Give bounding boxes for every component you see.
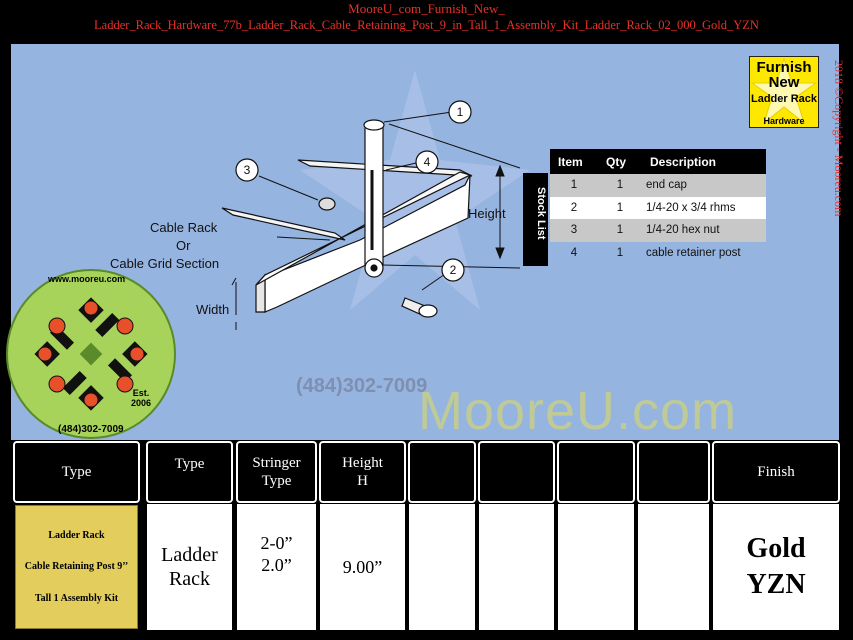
callout-4: 4	[424, 155, 431, 169]
empty-cell-1	[408, 503, 476, 631]
callout-2: 2	[450, 263, 457, 277]
hardware-diagram: 1 2 3 4	[221, 100, 521, 330]
mooreu-badge-logo	[6, 269, 176, 439]
stock-list-tab: Stock List	[523, 173, 548, 266]
header-type-2: Type	[146, 441, 233, 503]
badge-est: Est. 2006	[131, 388, 151, 408]
stock-description: end cap	[642, 174, 766, 197]
stringer-type-cell: 2-0” 2.0”	[236, 503, 317, 631]
stringer-line2: 2.0”	[261, 555, 292, 575]
stock-row: 2 1 1/4-20 x 3/4 rhms	[550, 196, 766, 219]
header-height-line2: H	[357, 473, 368, 489]
phone-watermark: (484)302-7009	[296, 375, 428, 397]
description-line2: Cable Retaining Post 9’’	[24, 561, 129, 573]
stock-list-table: Item Qty Description 1 1 end cap 2 1 1/4…	[550, 149, 766, 264]
header-type-1: Type	[13, 441, 140, 503]
logo-line3: Ladder Rack	[750, 93, 818, 105]
header-empty-4	[637, 441, 710, 503]
stock-item: 3	[550, 219, 598, 242]
finish-cell: Gold YZN	[712, 503, 840, 631]
label-height: Height	[468, 206, 506, 221]
stock-qty: 1	[598, 219, 642, 242]
stock-qty: 1	[598, 196, 642, 219]
height-value: 9.00”	[342, 556, 383, 577]
background-logo-mark	[300, 70, 530, 310]
label-cable-rack: Cable Rack	[150, 220, 218, 235]
header-empty-3	[557, 441, 635, 503]
type-line1: Ladder	[161, 544, 218, 566]
stock-qty: 1	[598, 174, 642, 197]
label-or: Or	[176, 238, 191, 253]
stock-item: 4	[570, 246, 578, 259]
header-finish: Finish	[712, 441, 840, 503]
label-cable-grid-section: Cable Grid Section	[110, 256, 220, 271]
badge-est-year: 2006	[131, 398, 152, 408]
header-empty-2	[478, 441, 555, 503]
logo-line2: New	[768, 74, 800, 91]
empty-cell-3	[557, 503, 635, 631]
stock-item: 1	[550, 174, 598, 197]
callout-3: 3	[244, 163, 251, 177]
copyright-text: 2018 ©Copyright - Mooreu.com	[832, 60, 846, 217]
description-cell-frame: Ladder Rack Cable Retaining Post 9’’ Tal…	[13, 503, 140, 631]
furnish-new-logo: Furnish New Ladder Rack Hardware	[749, 56, 819, 128]
badge-url: www.mooreu.com	[48, 274, 126, 284]
stock-row: 4 1 cable retainer post	[550, 242, 766, 265]
stringer-line1: 2-0”	[260, 533, 293, 553]
type-cell: Ladder Rack	[146, 503, 233, 631]
height-cell: 9.00”	[319, 503, 406, 631]
stock-item: 2	[550, 196, 598, 219]
page-title-line2: Ladder_Rack_Hardware_77b_Ladder_Rack_Cab…	[94, 18, 759, 32]
stock-header-qty: Qty	[598, 149, 642, 174]
type-line2: Rack	[168, 568, 211, 590]
description-cell: Ladder Rack Cable Retaining Post 9’’ Tal…	[15, 505, 138, 629]
logo-line4: Hardware	[763, 116, 805, 126]
stock-description: cable retainer post	[646, 246, 741, 259]
header-stringer-type: Stringer Type	[236, 441, 317, 503]
brand-watermark: MooreU.com	[418, 381, 738, 441]
header-stringer-line1: Stringer	[252, 455, 301, 471]
header-height: Height H	[319, 441, 406, 503]
star-icon	[750, 57, 818, 125]
badge-est-label: Est.	[132, 388, 150, 398]
label-width: Width	[196, 302, 230, 317]
finish-line2: YZN	[746, 569, 806, 600]
header-empty-1	[408, 441, 476, 503]
stock-qty: 1	[616, 246, 624, 259]
header-stringer-line2: Type	[261, 473, 292, 489]
finish-line1: Gold	[746, 533, 806, 564]
page-title-line1: MooreU_com_Furnish_New_	[348, 1, 505, 16]
empty-cell-4	[637, 503, 710, 631]
stock-row: 3 1 1/4-20 hex nut	[550, 219, 766, 242]
empty-cell-2	[478, 503, 555, 631]
header-height-line1: Height	[342, 455, 383, 471]
stock-header-item: Item	[550, 149, 598, 174]
header-type-1-label: Type	[61, 464, 92, 480]
description-line3: Tall 1 Assembly Kit	[34, 592, 119, 604]
callout-1: 1	[457, 105, 464, 119]
badge-phone: (484)302-7009	[58, 424, 124, 435]
stock-description: 1/4-20 x 3/4 rhms	[642, 196, 766, 219]
stock-row: 1 1 end cap	[550, 174, 766, 197]
logo-line1: Furnish	[756, 59, 812, 76]
stock-description: 1/4-20 hex nut	[642, 219, 766, 242]
header-finish-label: Finish	[757, 464, 795, 480]
header-type-2-label: Type	[174, 456, 205, 472]
stock-header-description: Description	[642, 149, 766, 174]
description-line1: Ladder Rack	[48, 530, 105, 542]
stock-list-tab-label: Stock List	[535, 187, 547, 240]
